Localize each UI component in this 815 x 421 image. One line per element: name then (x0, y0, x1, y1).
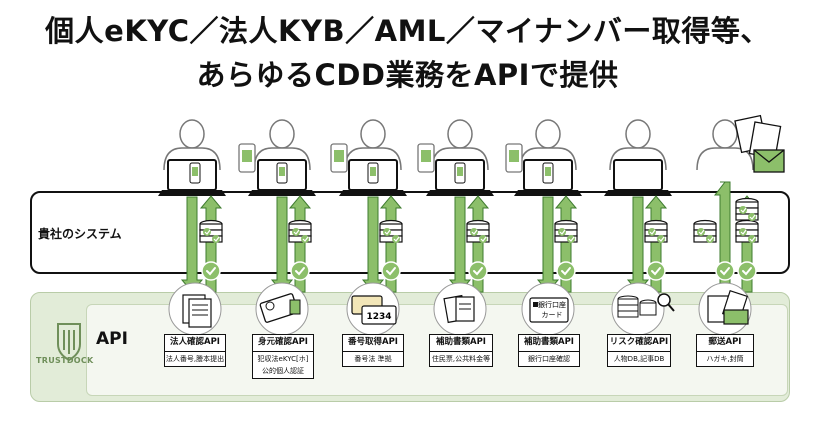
api-card-title: リスク確認API (608, 335, 670, 352)
api-card-title: 法人確認API (165, 335, 225, 352)
mail-documents-icon (734, 114, 785, 173)
headline-line-1: 個人eKYC／法人KYB／AML／マイナンバー取得等、 (45, 14, 770, 48)
api-label: API (96, 329, 128, 349)
check-icon (737, 261, 757, 281)
api-card-bank-account[interactable]: 補助書類API 銀行口座確認 (518, 334, 580, 367)
api-card-subtitle: 番号法 準拠 (354, 355, 392, 363)
trustdock-logo-icon (57, 323, 81, 362)
database-icon (554, 219, 578, 244)
api-card-subtitle: 人物DB,記事DB (613, 355, 665, 363)
check-icon (201, 261, 221, 281)
mail-icon (707, 290, 749, 325)
bank-card-line1: 銀行口座 (538, 300, 566, 309)
number-card-text: 1234 (366, 312, 391, 322)
smartphone-icon (238, 143, 256, 173)
smartphone-icon (505, 143, 523, 173)
check-icon (715, 261, 735, 281)
api-card-title: 補助書類API (430, 335, 492, 352)
api-card-title: 郵送API (697, 335, 753, 352)
api-card-corporate[interactable]: 法人確認API 法人番号,謄本提出 (164, 334, 226, 367)
api-card-subtitle: 法人番号,謄本提出 (165, 355, 225, 363)
database-icon (735, 197, 759, 222)
database-icon (199, 219, 223, 244)
corporate-documents-icon (182, 294, 212, 328)
id-card-icon (259, 293, 301, 323)
database-icon (693, 219, 717, 244)
check-icon (290, 261, 310, 281)
trustdock-logo-text: TRUSTDOCK (36, 356, 94, 365)
database-icon (644, 219, 668, 244)
laptop-icon (603, 159, 673, 197)
api-card-supporting-docs[interactable]: 補助書類API 住民票,公共料金等 (429, 334, 493, 367)
api-card-subtitle: 住民票,公共料金等 (431, 355, 491, 363)
database-icon (379, 219, 403, 244)
risk-database-icon (617, 293, 675, 318)
check-icon (468, 261, 488, 281)
my-number-card-icon: 1234 (351, 295, 397, 325)
api-card-number[interactable]: 番号取得API 番号法 準拠 (342, 334, 404, 367)
api-card-title: 番号取得API (343, 335, 403, 352)
api-card-risk[interactable]: リスク確認API 人物DB,記事DB (607, 334, 671, 367)
smartphone-icon (417, 143, 435, 173)
smartphone-icon (330, 143, 348, 173)
database-icon (735, 219, 759, 244)
api-card-identity[interactable]: 身元確認API 犯収法eKYC[ホ] (252, 334, 314, 367)
database-icon (466, 219, 490, 244)
check-icon (556, 261, 576, 281)
api-card-subtitle: 犯収法eKYC[ホ] (257, 355, 309, 363)
api-card-title: 身元確認API (253, 335, 313, 352)
headline-line-2: あらゆるCDD業務をAPIで提供 (196, 58, 619, 92)
api-card-mail[interactable]: 郵送API ハガキ,封筒 (696, 334, 754, 367)
supporting-documents-icon (443, 294, 475, 324)
api-card-extra: 公的個人認証 (252, 364, 314, 379)
client-system-label: 貴社のシステム (38, 227, 122, 241)
api-card-subtitle: ハガキ,封筒 (706, 355, 744, 363)
database-icon (288, 219, 312, 244)
api-card-subtitle: 銀行口座確認 (528, 355, 570, 363)
bank-card-icon: 銀行口座 カード (529, 297, 569, 323)
api-card-title: 補助書類API (519, 335, 579, 352)
check-icon (646, 261, 666, 281)
bank-card-line2: カード (542, 311, 563, 319)
check-icon (381, 261, 401, 281)
